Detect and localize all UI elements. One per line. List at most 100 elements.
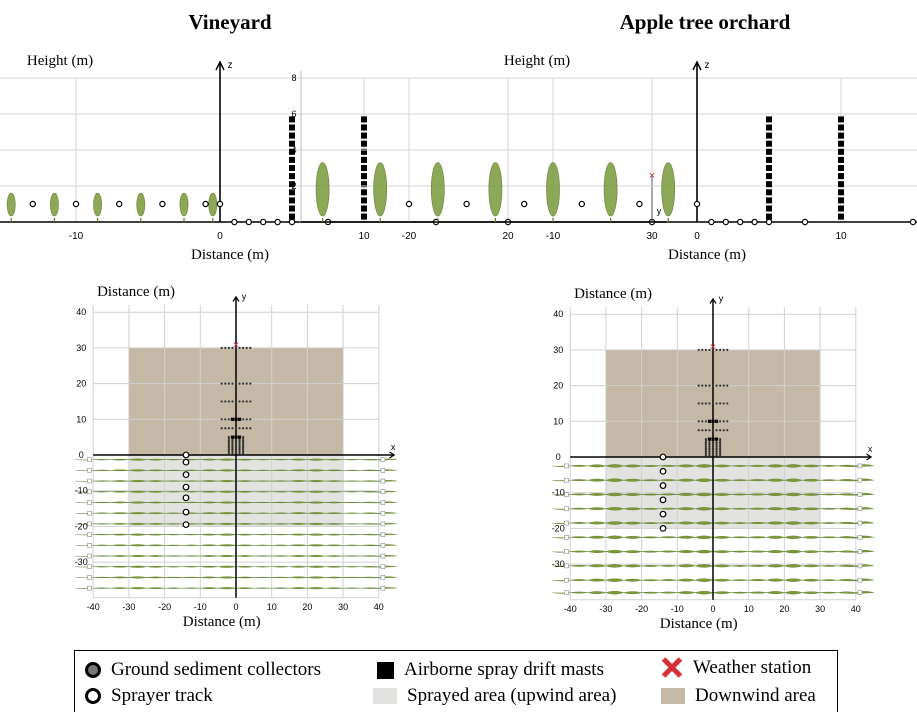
top-x-tick: -10 <box>194 602 207 612</box>
ground-collector-dot <box>231 450 234 453</box>
sprayer-track-point <box>159 200 166 208</box>
top-x-tick: -10 <box>671 604 684 614</box>
ground-collector-dot <box>231 452 234 455</box>
top-y-tick: 40 <box>553 309 563 319</box>
top-x-tick: -40 <box>87 602 100 612</box>
drift-mast-sampler <box>838 213 844 220</box>
row-end-marker <box>380 543 386 548</box>
tree-crown <box>661 162 676 217</box>
ground-collector <box>722 218 730 226</box>
ground-collector-dot <box>704 438 707 441</box>
drift-mast-point <box>230 435 235 439</box>
side-distance-label: Distance (m) <box>668 247 746 263</box>
row-end-marker <box>380 478 386 484</box>
side-distance-tick: -20 <box>402 231 417 242</box>
ground-collector-dot <box>245 346 248 349</box>
ground-collector-dot <box>238 439 241 442</box>
legend-weather-label: Weather station <box>693 657 812 678</box>
side-distance-tick: 0 <box>694 231 700 242</box>
legend-track-label: Sprayer track <box>111 685 213 706</box>
ground-collector-dot <box>238 400 241 403</box>
ground-collector-dot <box>719 443 722 446</box>
row-end-marker <box>564 563 569 569</box>
drift-mast-sampler <box>766 165 772 171</box>
drift-mast-sampler <box>361 181 367 188</box>
row-end-marker <box>564 463 569 469</box>
drift-mast-sampler <box>766 156 772 163</box>
row-end-marker <box>857 463 863 469</box>
sprayer-track-point <box>659 510 667 518</box>
row-end-marker <box>87 489 92 495</box>
drift-mast-sampler <box>838 140 844 147</box>
row-end-marker <box>564 590 569 595</box>
ground-collector-dot <box>227 443 230 446</box>
ground-collector-dot <box>227 448 230 451</box>
ground-collector-dot <box>701 402 704 405</box>
ground-collector-dot <box>231 443 234 446</box>
ground-collector-dot <box>245 418 248 421</box>
sprayer-track-point <box>182 494 190 502</box>
sprayer-track-point <box>659 453 667 461</box>
top-y-axis-label: Distance (m) <box>97 284 175 300</box>
ground-collector <box>909 218 917 226</box>
ground-collector-dot <box>719 454 722 457</box>
ground-collector-dot <box>249 427 252 430</box>
ground-collector-dot <box>242 450 245 453</box>
ground-collector-dot <box>715 448 718 451</box>
ground-collector-dot <box>234 441 238 444</box>
row-end-marker <box>87 543 92 548</box>
ground-collector-dot <box>697 402 700 405</box>
ground-collector-dot <box>726 384 729 387</box>
side-distance-tick: 10 <box>835 231 847 242</box>
side-distance-label: Distance (m) <box>191 247 269 263</box>
tree-row <box>552 590 874 595</box>
ground-collector-dot <box>711 454 715 457</box>
ground-collector <box>708 218 715 226</box>
row-end-marker <box>857 590 863 595</box>
row-end-marker <box>87 553 92 559</box>
top-y-tick: 30 <box>76 343 86 353</box>
drift-mast-sampler <box>766 205 772 212</box>
ground-collector-dot <box>715 348 718 351</box>
top-y-tick: -20 <box>75 521 88 531</box>
grey-circle-icon <box>85 662 101 678</box>
ground-collector-dot <box>224 427 227 430</box>
ground-collector-dot <box>234 452 238 455</box>
drift-mast-sampler <box>838 189 844 196</box>
ground-collector-dot <box>242 436 245 439</box>
row-end-marker <box>87 585 92 591</box>
top-x-tick: 0 <box>233 602 238 612</box>
ground-collector-dot <box>242 400 245 403</box>
side-distance-tick: 10 <box>358 231 370 242</box>
sprayer-track-point <box>521 200 528 208</box>
side-distance-tick: 30 <box>646 231 658 242</box>
drift-mast-point <box>707 419 712 423</box>
row-end-marker <box>857 506 863 512</box>
ground-collector-dot <box>719 445 722 448</box>
ground-collector-dot <box>245 382 248 385</box>
tree-crown <box>315 162 330 217</box>
ground-collector-dot <box>719 452 722 455</box>
row-end-marker <box>380 457 386 462</box>
ground-collector-dot <box>227 450 230 453</box>
ground-collector-dot <box>719 429 722 432</box>
sprayer-track-point <box>636 200 643 208</box>
row-end-marker <box>87 468 92 473</box>
drift-mast-sampler <box>361 205 367 212</box>
ground-collector-dot <box>234 427 238 430</box>
ground-collector-dot <box>719 441 722 444</box>
ground-collector-dot <box>708 348 711 351</box>
ground-collector-dot <box>704 402 707 405</box>
drift-mast-sampler <box>838 197 844 204</box>
row-end-marker <box>87 564 92 570</box>
sprayer-track-point <box>659 482 667 489</box>
row-end-marker <box>857 549 863 554</box>
ground-collector-dot <box>238 446 241 449</box>
top-y-tick: -30 <box>552 559 565 569</box>
ground-collector <box>260 218 267 226</box>
ground-collector-dot <box>231 400 234 403</box>
row-end-marker <box>564 520 569 526</box>
ground-collector-dot <box>224 346 227 349</box>
ground-collector-dot <box>220 418 223 421</box>
drift-mast-sampler <box>838 173 844 180</box>
